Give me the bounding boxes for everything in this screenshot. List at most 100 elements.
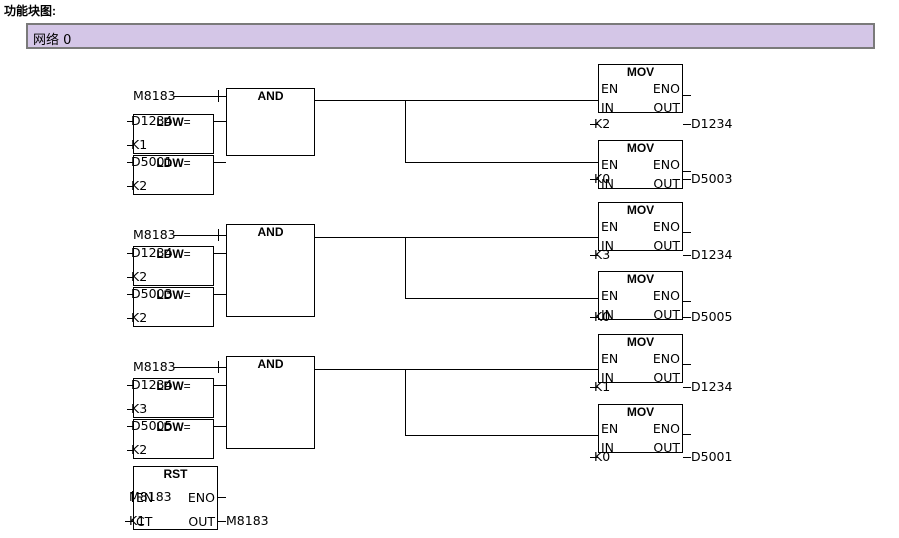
mov-block[interactable]: MOV EN ENO IN OUT xyxy=(598,271,683,322)
mov-out-target: D5001 xyxy=(691,449,733,464)
compare-output-wire xyxy=(214,121,226,122)
pin-wire xyxy=(590,255,598,256)
pin-out: OUT xyxy=(188,514,215,529)
pin-en: EN xyxy=(601,157,619,172)
pin-wire xyxy=(590,124,598,125)
out-wire xyxy=(683,387,691,388)
block-title: RST xyxy=(163,467,188,481)
pin-wire xyxy=(127,318,133,319)
compare-output-wire xyxy=(214,294,226,295)
pin-ct: CT xyxy=(136,514,153,529)
branch-wire xyxy=(405,237,406,298)
rst-out-target: M8183 xyxy=(226,513,269,528)
pin-en: EN xyxy=(601,219,619,234)
eno-wire xyxy=(218,497,226,498)
out-wire xyxy=(683,255,691,256)
pin-wire xyxy=(127,277,133,278)
pin-wire xyxy=(127,450,133,451)
compare-block-ldw[interactable]: LDW= xyxy=(133,378,214,418)
block-title: AND xyxy=(257,357,284,371)
pin-wire xyxy=(127,121,133,122)
branch-wire xyxy=(405,100,406,162)
pin-wire xyxy=(590,317,598,318)
mov-block[interactable]: MOV EN ENO IN OUT xyxy=(598,64,683,115)
pin-wire xyxy=(590,179,598,180)
pin-wire xyxy=(127,253,133,254)
and-output-wire xyxy=(315,369,605,370)
eno-wire xyxy=(683,95,691,96)
pin-in: IN xyxy=(601,307,615,322)
eno-wire xyxy=(683,171,691,172)
out-wire xyxy=(683,179,691,180)
mov-out-target: D1234 xyxy=(691,379,733,394)
pin-eno: ENO xyxy=(652,421,680,436)
pin-out: OUT xyxy=(653,307,680,322)
mov-block[interactable]: MOV EN ENO IN OUT xyxy=(598,404,683,455)
block-title: MOV xyxy=(626,272,655,286)
block-title: LDW= xyxy=(156,115,191,129)
eno-wire xyxy=(683,301,691,302)
pin-wire xyxy=(127,294,133,295)
compare-block-ldw[interactable]: LDW= xyxy=(133,419,214,459)
compare-output-wire xyxy=(214,253,226,254)
and-output-wire xyxy=(315,100,605,101)
edge-marker-tick xyxy=(218,361,219,373)
pin-wire xyxy=(127,186,133,187)
pin-wire xyxy=(127,385,133,386)
rst-block[interactable]: RST EN ENO CT OUT xyxy=(133,466,218,530)
pin-eno: ENO xyxy=(652,157,680,172)
compare-block-ldw[interactable]: LDW= xyxy=(133,155,214,195)
compare-block-ldw[interactable]: LDW= xyxy=(133,114,214,154)
block-title: MOV xyxy=(626,405,655,419)
pin-en: EN xyxy=(601,351,619,366)
branch-wire-lower xyxy=(405,298,605,299)
and-block[interactable]: AND xyxy=(226,356,315,449)
pin-en: EN xyxy=(601,81,619,96)
pin-eno: ENO xyxy=(187,490,215,505)
out-wire xyxy=(683,457,691,458)
pin-wire xyxy=(590,457,598,458)
pin-eno: ENO xyxy=(652,219,680,234)
edge-signal-wire xyxy=(174,367,226,368)
block-title: MOV xyxy=(626,335,655,349)
edge-marker-tick xyxy=(218,90,219,102)
pin-out: OUT xyxy=(653,440,680,455)
network-header-bar[interactable]: 网络 0 xyxy=(26,23,875,49)
compare-output-wire xyxy=(214,162,226,163)
mov-block[interactable]: MOV EN ENO IN OUT xyxy=(598,202,683,252)
mov-block[interactable]: MOV EN ENO IN OUT xyxy=(598,140,683,191)
and-block[interactable]: AND xyxy=(226,88,315,156)
pin-en: EN xyxy=(601,288,619,303)
mov-out-target: D1234 xyxy=(691,247,733,262)
out-wire xyxy=(218,521,226,522)
eno-wire xyxy=(683,434,691,435)
pin-en: EN xyxy=(601,421,619,436)
pin-wire xyxy=(127,409,133,410)
pin-in: IN xyxy=(601,100,615,115)
compare-block-ldw[interactable]: LDW= xyxy=(133,246,214,286)
network-label: 网络 0 xyxy=(33,33,72,48)
pin-in: IN xyxy=(601,176,615,191)
branch-wire xyxy=(405,369,406,435)
eno-wire xyxy=(683,364,691,365)
edge-marker-tick xyxy=(218,229,219,241)
mov-block[interactable]: MOV EN ENO IN OUT xyxy=(598,334,683,384)
pin-en: EN xyxy=(136,490,154,505)
pin-eno: ENO xyxy=(652,288,680,303)
block-title: LDW= xyxy=(156,420,191,434)
pin-wire xyxy=(125,521,133,522)
branch-wire-lower xyxy=(405,435,605,436)
out-wire xyxy=(683,317,691,318)
pin-eno: ENO xyxy=(652,81,680,96)
block-title: LDW= xyxy=(156,156,191,170)
pin-wire xyxy=(127,162,133,163)
edge-signal-wire xyxy=(174,96,226,97)
compare-output-wire xyxy=(214,426,226,427)
page-title: 功能块图: xyxy=(4,4,56,18)
out-wire xyxy=(683,124,691,125)
compare-block-ldw[interactable]: LDW= xyxy=(133,287,214,327)
and-block[interactable]: AND xyxy=(226,224,315,317)
block-title: AND xyxy=(257,225,284,239)
block-title: MOV xyxy=(626,203,655,217)
